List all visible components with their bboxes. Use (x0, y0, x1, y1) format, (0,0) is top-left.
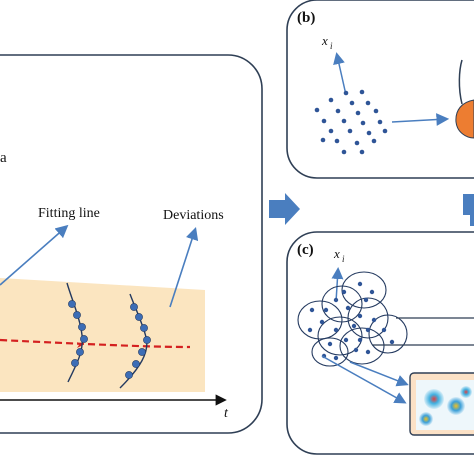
fitting-line-arrow (0, 224, 69, 286)
data-point (80, 335, 88, 343)
panel-c-point-subscript: i (342, 254, 345, 264)
heatmap-blob (424, 389, 444, 409)
data-point (140, 324, 148, 332)
data-point (138, 348, 146, 356)
data-point (130, 303, 138, 311)
panel-c-point-label: x (333, 246, 340, 261)
data-point (78, 323, 86, 331)
panel-c-border (286, 231, 474, 455)
deviation-band (0, 278, 205, 392)
heatmap-blob (460, 386, 472, 398)
panel-c: (c) x i (286, 231, 474, 455)
data-point (143, 336, 151, 344)
panel-b-point-cloud (314, 89, 388, 155)
panel-b-label: (b) (297, 10, 315, 26)
block-arrow-down-partial (463, 194, 474, 226)
block-arrow-right (269, 193, 300, 225)
panel-a-border (0, 54, 263, 434)
panel-a: a t Fitting lin (0, 54, 263, 434)
fitting-line-label: Fitting line (38, 206, 100, 221)
panel-c-label: (c) (297, 242, 314, 258)
deviations-arrow (169, 226, 199, 308)
panel-b-point-arrow (333, 52, 347, 96)
data-point (132, 360, 140, 368)
curve-1-points (68, 300, 88, 367)
panel-c-arrow-2 (349, 361, 409, 387)
panel-b-transform-arrow (391, 113, 450, 126)
panel-b-point-subscript: i (330, 41, 333, 51)
curve-2-points (125, 303, 151, 379)
data-point (73, 311, 81, 319)
deviation-curve-1 (66, 282, 83, 383)
panel-b-border (286, 0, 474, 179)
data-point (76, 348, 84, 356)
fitting-line (0, 338, 191, 349)
time-axis-label: t (224, 406, 229, 421)
orange-shape (455, 99, 474, 139)
heatmap-blob (447, 397, 465, 415)
panel-b: (b) x i (286, 0, 474, 179)
data-point (125, 371, 133, 379)
heatmap-blob (419, 412, 433, 426)
panel-a-partial-text: a (0, 150, 7, 166)
panel-b-point-label: x (321, 33, 328, 48)
data-point (71, 359, 79, 367)
panel-c-arrow-1 (321, 355, 407, 404)
orange-shape-stem (458, 59, 463, 105)
data-point (68, 300, 76, 308)
fit-marker (77, 342, 83, 348)
panel-c-point-cloud (307, 281, 395, 361)
neighborhood-ellipses (297, 271, 408, 367)
deviations-label: Deviations (163, 208, 224, 223)
data-point (135, 313, 143, 321)
